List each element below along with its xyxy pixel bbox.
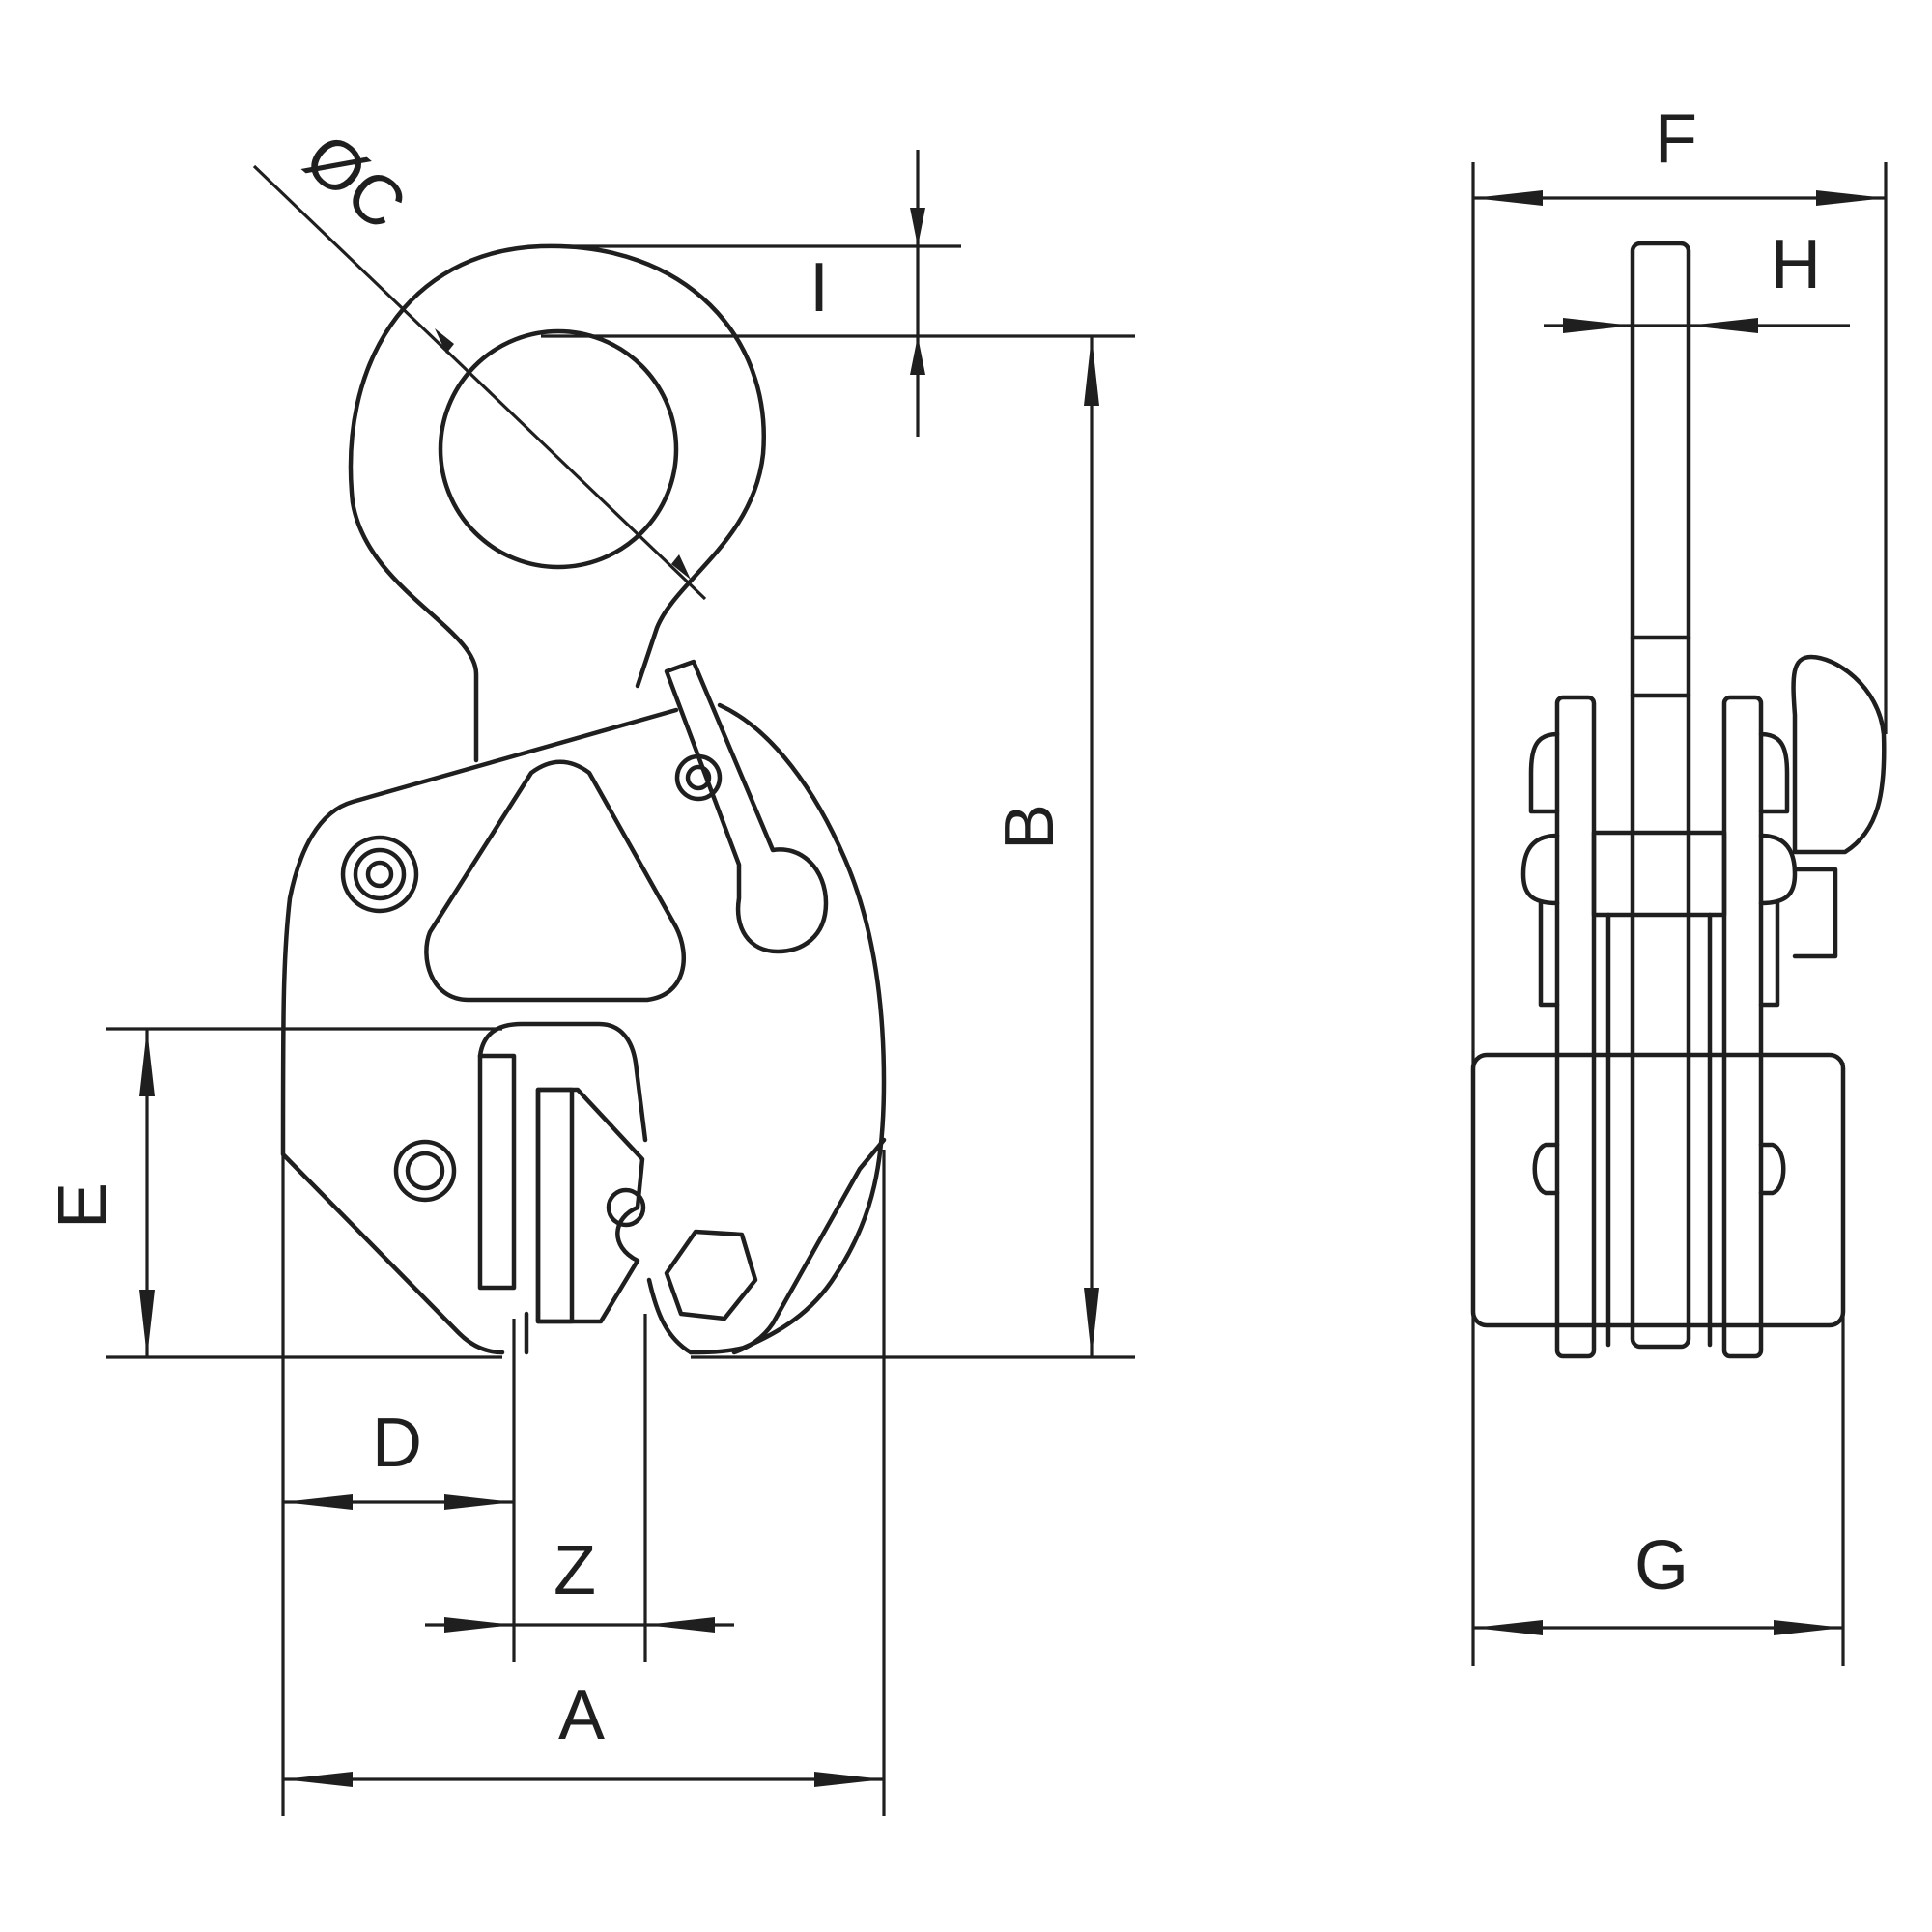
jaw-block (1470, 1052, 1846, 1328)
dimension-Z: Z (425, 1314, 734, 1662)
label-Z: Z (554, 1532, 596, 1609)
hex-nut (664, 1229, 758, 1321)
dimension-A: A (283, 1150, 886, 1816)
dimension-F: F (1471, 100, 1888, 1666)
triangle-window (424, 759, 686, 1003)
label-F: F (1655, 100, 1697, 178)
bolt-upper-left (340, 835, 419, 914)
dimension-H: H (1544, 226, 1850, 333)
side-view: F H G (1470, 100, 1888, 1666)
label-G: G (1634, 1527, 1689, 1605)
left-side-plate (1554, 695, 1597, 1359)
right-side-plate (1721, 695, 1764, 1359)
cross-block (1591, 830, 1727, 918)
lever-knob (1791, 654, 1887, 855)
clamp-body (280, 659, 887, 1355)
eye-hole (438, 328, 679, 570)
fixed-jaw-pad (477, 1053, 517, 1291)
bolt-lower-left (393, 1139, 457, 1203)
label-E: E (44, 1182, 122, 1229)
front-view: ØC I B E (44, 119, 1135, 1816)
label-H: H (1771, 226, 1821, 303)
dimension-G: G (1473, 1063, 1845, 1666)
dimension-D: D (281, 1154, 516, 1816)
dimension-E: E (44, 1027, 502, 1359)
dimension-I: I (541, 150, 1135, 437)
shackle-strip (1630, 241, 1691, 1350)
label-C: ØC (290, 119, 419, 245)
dimension-B: B (691, 336, 1135, 1359)
label-I: I (810, 249, 829, 327)
cam-pin (606, 1187, 646, 1228)
label-D: D (372, 1405, 422, 1482)
label-A: A (558, 1677, 605, 1754)
lifting-eye (348, 243, 767, 763)
cam-jaw (535, 1087, 645, 1324)
locking-lever (664, 659, 829, 954)
label-B: B (991, 804, 1068, 850)
